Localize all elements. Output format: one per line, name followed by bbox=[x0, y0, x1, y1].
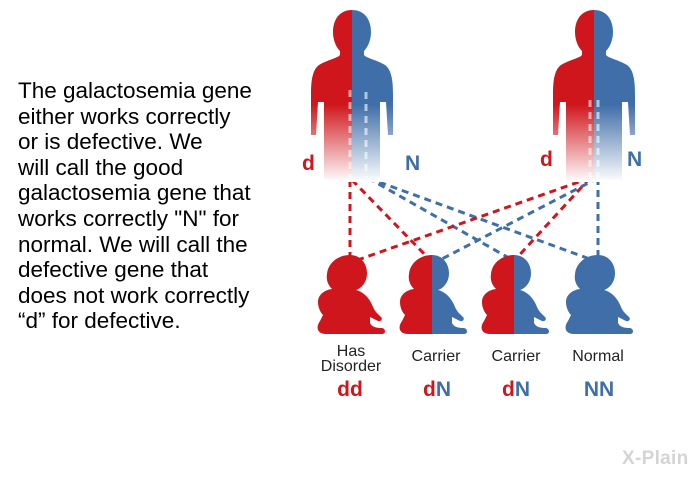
link-parent2-N-child2 bbox=[435, 176, 599, 264]
link-parent1-N-child4 bbox=[367, 176, 599, 264]
baby-silhouette-icon bbox=[317, 255, 385, 334]
child-1-label-line-1: Has bbox=[337, 343, 365, 360]
child-2 bbox=[399, 255, 467, 334]
child-2-genotype: dN bbox=[423, 378, 451, 401]
explanation-line: either works correctly bbox=[18, 103, 231, 129]
child-1 bbox=[317, 255, 385, 334]
inheritance-lines bbox=[348, 176, 600, 264]
parent-2-left-allele: d bbox=[540, 148, 553, 171]
parent-1 bbox=[307, 10, 397, 182]
explanation-line: “d” for defective. bbox=[18, 308, 181, 334]
link-parent1-N-child3 bbox=[367, 176, 517, 264]
adult-silhouette-icon bbox=[307, 10, 397, 182]
child-1-label-line-2: Disorder bbox=[321, 358, 382, 375]
child-4-label: Normal bbox=[572, 348, 624, 365]
baby-silhouette-icon bbox=[565, 255, 633, 334]
child-4-genotype: NN bbox=[584, 378, 614, 401]
explanation-line: normal. We will call the bbox=[18, 231, 248, 257]
parent-1-right-allele: N bbox=[405, 152, 420, 175]
baby-silhouette-icon bbox=[481, 255, 549, 334]
child-3 bbox=[481, 255, 549, 334]
adult-silhouette-icon bbox=[549, 10, 639, 182]
explanation-line: works correctly "N" for bbox=[18, 205, 240, 231]
link-parent2-d-child1 bbox=[351, 176, 591, 264]
child-3-label: Carrier bbox=[492, 348, 542, 365]
explanation-line: defective gene that bbox=[18, 257, 209, 283]
child-2-label: Carrier bbox=[412, 348, 462, 365]
parent-2 bbox=[549, 10, 639, 182]
explanation-line: does not work correctly bbox=[18, 282, 250, 308]
explanation-text: The galactosemia gene either works corre… bbox=[18, 78, 303, 334]
child-1-genotype: dd bbox=[337, 378, 363, 401]
explanation-line: The galactosemia gene bbox=[18, 78, 252, 103]
parent-1-left-allele: d bbox=[302, 152, 315, 175]
explanation-line: or is defective. We bbox=[18, 129, 203, 155]
child-4 bbox=[565, 255, 633, 334]
baby-silhouette-icon bbox=[399, 255, 467, 334]
link-parent2-d-child3 bbox=[511, 176, 592, 264]
explanation-line: will call the good bbox=[18, 154, 184, 180]
parent-2-right-allele: N bbox=[627, 148, 642, 171]
explanation-line: galactosemia gene that bbox=[18, 180, 251, 206]
xplain-logo: X-Plain bbox=[622, 448, 689, 469]
child-3-genotype: dN bbox=[502, 378, 530, 401]
